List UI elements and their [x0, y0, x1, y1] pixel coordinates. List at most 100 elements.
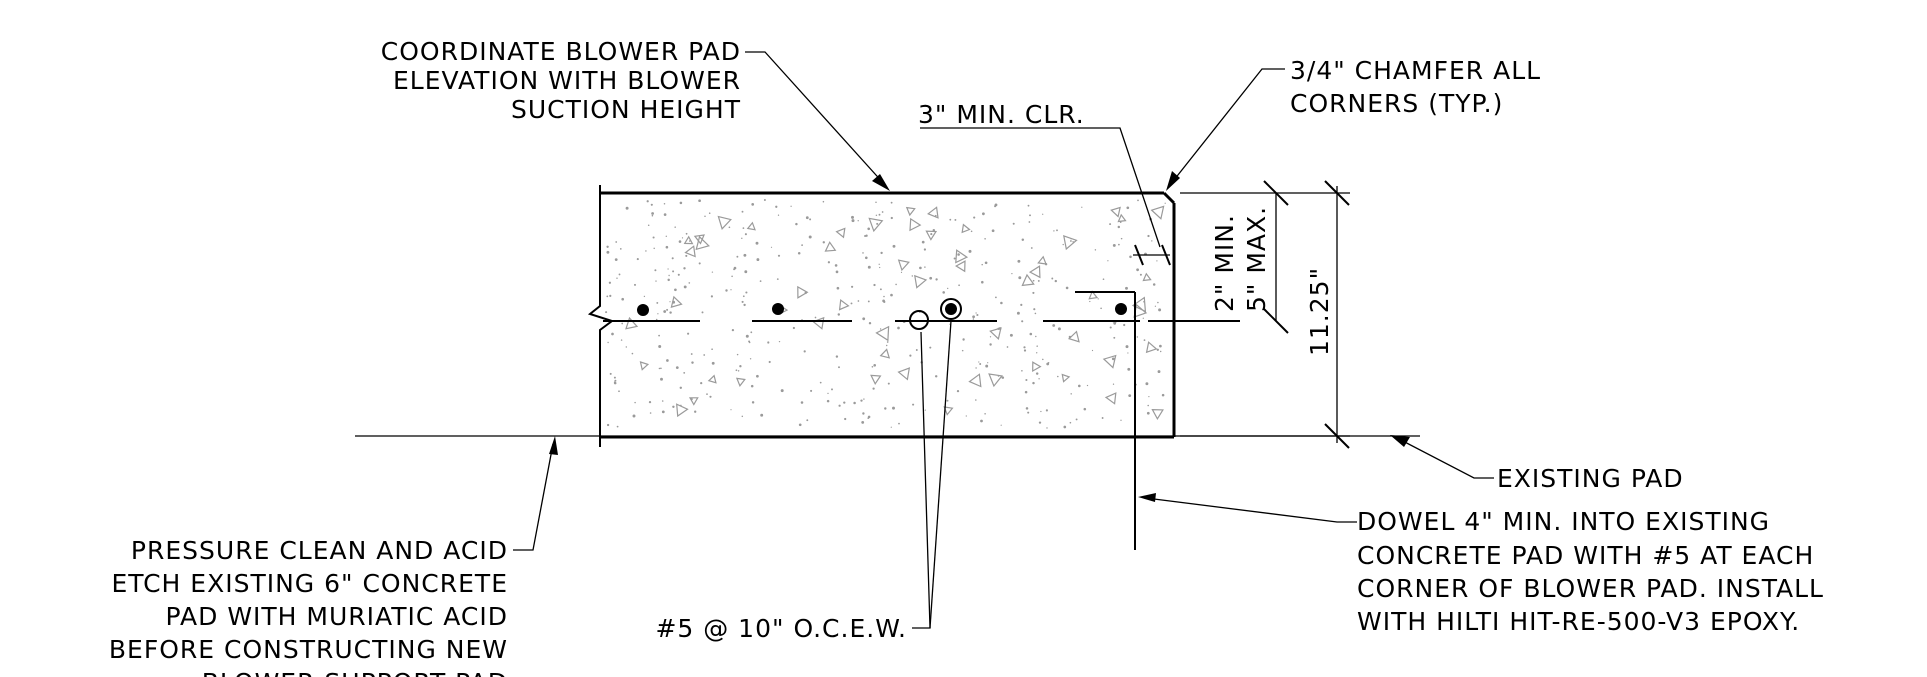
stipple-dot [949, 218, 952, 221]
stipple-dot [1024, 390, 1028, 394]
stipple-dot [961, 349, 964, 352]
stipple-dot [1164, 202, 1166, 204]
stipple-dot [614, 379, 617, 382]
stipple-dot [982, 212, 985, 216]
clearance-leader [920, 127, 1161, 248]
stipple-dot [989, 336, 992, 338]
stipple-dot [755, 241, 759, 245]
stipple-dot [663, 213, 667, 216]
stipple-dot [867, 417, 870, 419]
stipple-dot [795, 222, 798, 226]
stipple-dot [730, 409, 732, 411]
stipple-dot [653, 247, 655, 250]
stipple-dot [701, 311, 704, 314]
stipple-dot [985, 364, 989, 368]
aggregate-mark [625, 316, 639, 330]
stipple-dot [685, 254, 688, 257]
stipple-dot [819, 381, 822, 384]
stipple-dot [898, 422, 900, 425]
stipple-dot [1011, 272, 1013, 275]
stipple-dot [706, 393, 708, 395]
stipple-dot [647, 224, 650, 226]
stipple-dot [665, 245, 669, 249]
aggregate-mark [695, 235, 710, 251]
stipple-dot [677, 273, 680, 276]
note-coordinate: COORDINATE BLOWER PAD ELEVATION WITH BLO… [381, 37, 740, 124]
aggregate-mark [676, 403, 689, 418]
stipple-dot [681, 237, 684, 239]
stipple-dot [685, 232, 688, 235]
stipple-dot [634, 401, 636, 404]
stipple-dot [1107, 260, 1109, 262]
stipple-dot [853, 401, 856, 405]
stipple-dot [750, 384, 754, 388]
stipple-dot [897, 326, 900, 330]
stipple-dot [767, 341, 770, 344]
clearance-dimension [1133, 244, 1171, 266]
stipple-dot [668, 274, 670, 277]
stipple-dot [919, 266, 922, 270]
stipple-dot [1137, 199, 1139, 202]
stipple-dot [731, 275, 733, 278]
stipple-dot [1052, 324, 1056, 327]
stipple-dot [1021, 320, 1024, 323]
aggregate-mark [961, 223, 971, 234]
stipple-dot [850, 302, 853, 305]
stipple-dot [709, 395, 712, 398]
stipple-dot [798, 423, 802, 427]
stipple-dot [1070, 393, 1072, 395]
stipple-dot [1042, 358, 1044, 361]
stipple-dot [760, 413, 764, 417]
rebar-dot [945, 303, 957, 315]
stipple-dot [737, 370, 740, 372]
aggregate-mark [707, 374, 717, 384]
stipple-dot [606, 423, 610, 427]
stipple-dot [613, 381, 617, 385]
stipple-dot [865, 256, 868, 260]
stipple-dot [1129, 255, 1132, 259]
stipple-dot [1123, 323, 1126, 327]
stipple-dot [836, 286, 840, 290]
stipple-dot [609, 294, 612, 297]
stipple-dot [1021, 238, 1025, 241]
aggregate-mark [927, 206, 939, 219]
stipple-dot [703, 354, 706, 356]
stipple-dot [1009, 333, 1013, 337]
aggregate-mark [717, 215, 732, 230]
stipple-dot [669, 301, 671, 303]
stipple-dot [1136, 336, 1139, 338]
note-cover-min: 2" MIN. [1210, 214, 1239, 312]
aggregate-mark [909, 217, 922, 232]
stipple-dot [1054, 279, 1057, 283]
stipple-dot [756, 258, 760, 262]
rebar-dot-ring [940, 298, 962, 320]
stipple-dot [827, 392, 829, 395]
stipple-dot [838, 366, 840, 369]
stipple-dot [923, 248, 927, 251]
note-clearance: 3" MIN. CLR. [918, 100, 1085, 129]
stipple-dot [929, 346, 932, 349]
existing-pad-leader [1390, 435, 1494, 479]
stipple-dot [1020, 303, 1023, 306]
stipple-dot [763, 198, 766, 202]
stipple-dot [822, 241, 825, 244]
stipple-dot [672, 405, 675, 408]
stipple-dot [851, 215, 854, 219]
stipple-dot [814, 316, 817, 319]
stipple-dot [645, 250, 647, 252]
aggregate-mark [838, 299, 850, 311]
stipple-dot [924, 409, 926, 411]
stipple-dot [1042, 213, 1044, 215]
stipple-dot [1021, 370, 1023, 372]
stipple-dot [991, 229, 995, 233]
stipple-dot [609, 372, 612, 375]
stipple-dot [892, 244, 896, 248]
stipple-dot [872, 387, 875, 390]
aggregate-mark [955, 249, 969, 264]
stipple-dot [1148, 396, 1150, 398]
rebar-dot [1115, 303, 1127, 315]
stipple-dot [1112, 383, 1115, 385]
stipple-dot [652, 236, 655, 239]
note-line: DOWEL 4" MIN. INTO EXISTING [1357, 507, 1770, 536]
stipple-dot [790, 205, 792, 207]
